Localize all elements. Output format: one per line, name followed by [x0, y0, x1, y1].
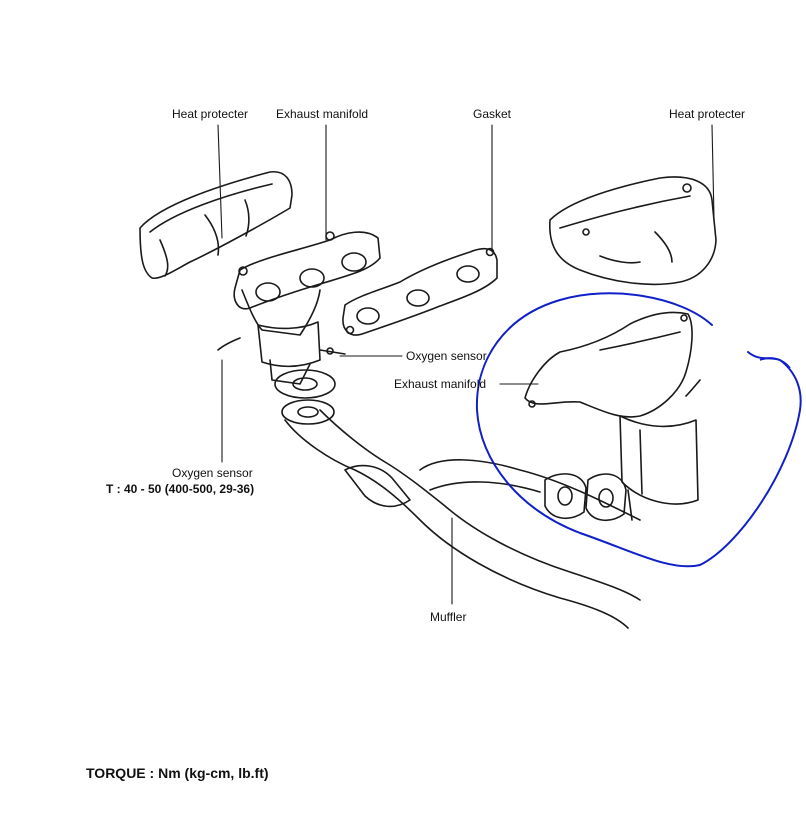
heat-protector-left-part: [139, 170, 293, 280]
exhaust-manifold-right-part: [524, 311, 701, 521]
torque-units-note: TORQUE : Nm (kg-cm, lb.ft): [86, 765, 269, 781]
gasket-part: [342, 247, 498, 336]
label-heat-protector-left: Heat protecter: [172, 107, 249, 121]
label-exhaust-manifold-top: Exhaust manifold: [276, 107, 369, 121]
label-exhaust-manifold-center: Exhaust manifold: [394, 377, 487, 391]
left-converter-part: [217, 321, 346, 385]
flange-part: [274, 369, 336, 425]
heat-protector-right-part: [549, 176, 717, 286]
label-gasket: Gasket: [473, 107, 512, 121]
label-oxygen-sensor-left: Oxygen sensor: [172, 466, 253, 480]
label-heat-protector-right: Heat protecter: [669, 107, 746, 121]
label-oxygen-sensor-center: Oxygen sensor: [406, 349, 487, 363]
exhaust-pipe-part: [284, 409, 641, 629]
leader-lines: [217, 124, 715, 605]
exhaust-manifold-left-part: [233, 231, 381, 336]
label-oxygen-sensor-torque: T : 40 - 50 (400-500, 29-36): [106, 482, 255, 496]
label-muffler: Muffler: [430, 610, 467, 624]
annotation-circle: [475, 292, 802, 568]
